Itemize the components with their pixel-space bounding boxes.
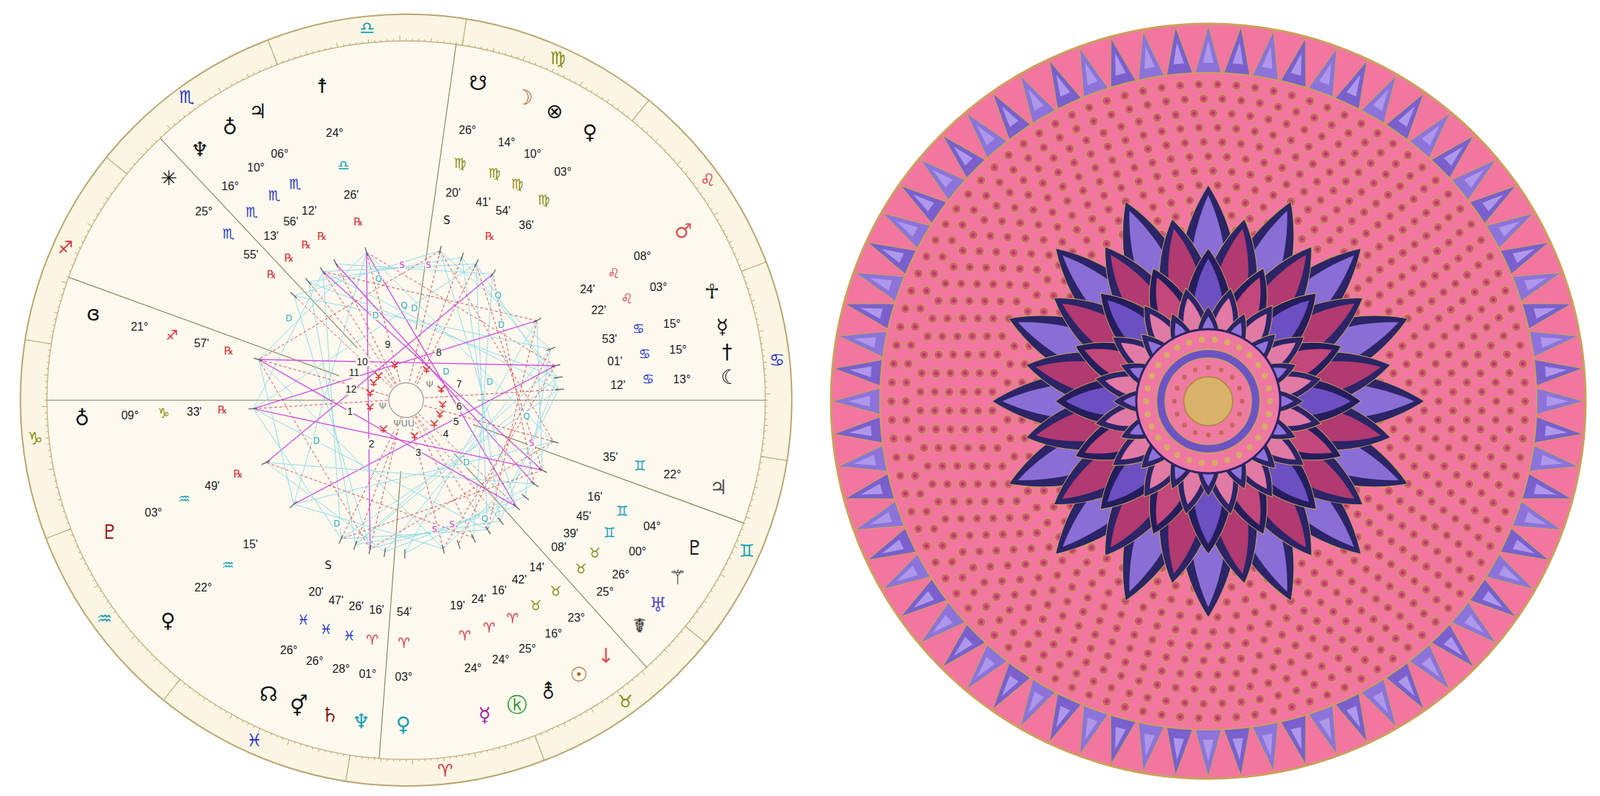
- page-stage: ♎♍♌♋♊♉♈♓♒♑♐♏☨24°♎26'℞✳25°♏55'℞♆16°♏13'℞♁…: [0, 0, 1600, 796]
